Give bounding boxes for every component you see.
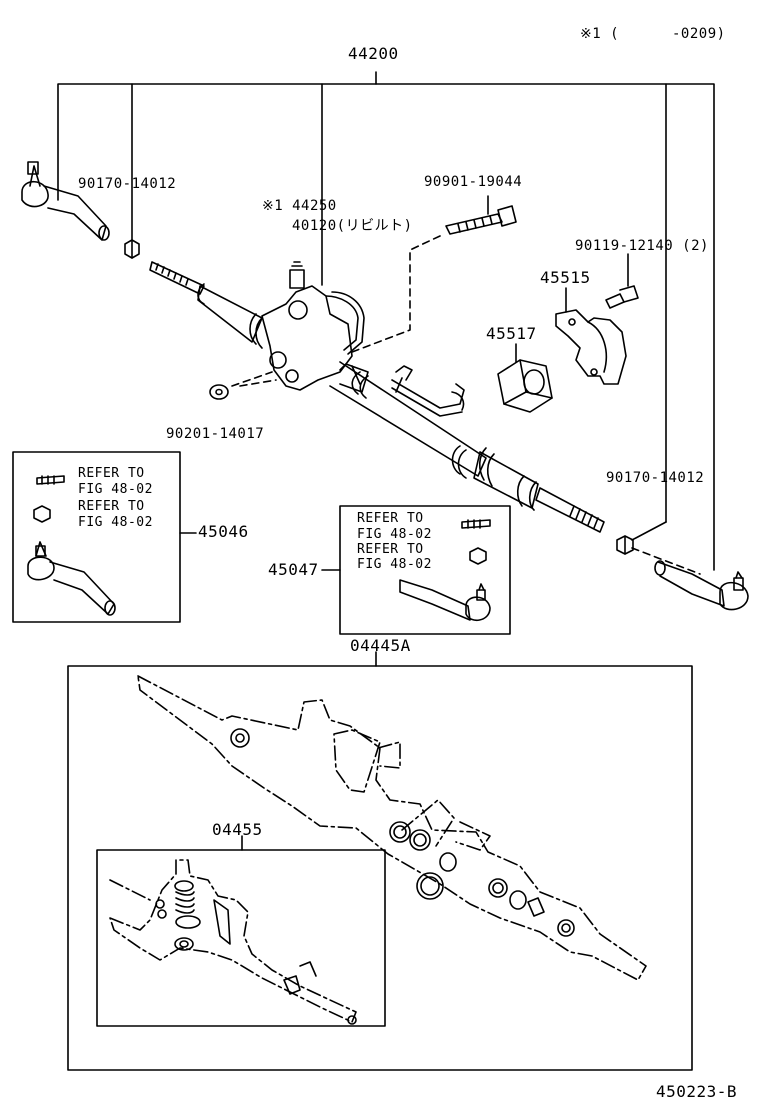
refer-right-2-line2: FIG 48-02 <box>357 557 432 572</box>
kit-housing-outline <box>137 675 647 981</box>
right-refer-box <box>321 505 511 635</box>
kit-number-seal: 04455 <box>212 820 263 839</box>
figure-code: 450223-B <box>656 1082 738 1101</box>
refer-right-1-line1: REFER TO <box>357 511 424 526</box>
washer-drawing <box>209 384 229 400</box>
left-refer-box <box>12 451 197 623</box>
assembly-bracket-lines <box>57 71 715 571</box>
part-number-tie-rod-end-left: 45046 <box>198 522 249 541</box>
part-number-washer: 90201-14017 <box>166 426 265 442</box>
seal-kit-parts <box>155 880 357 1025</box>
part-number-bushing: 45517 <box>486 324 537 343</box>
rack-housing-drawing <box>149 261 605 533</box>
part-number-bracket: 45515 <box>540 268 591 287</box>
refer-right-1-line2: FIG 48-02 <box>357 527 432 542</box>
tie-rod-end-right-drawing <box>654 560 749 611</box>
part-number-nut-left: 90170-14012 <box>78 176 177 192</box>
tie-rod-end-left-drawing <box>21 161 110 241</box>
seal-kit-outline <box>109 859 357 1023</box>
bushing-drawing <box>497 343 553 413</box>
note-range: -0209) <box>672 26 726 42</box>
part-number-gear-housing: ※1 44250 <box>262 198 337 214</box>
refer-left-2-line1: REFER TO <box>78 499 145 514</box>
kit-number-gasket: 04445A <box>350 636 411 655</box>
bracket-drawing <box>555 287 627 385</box>
small-bolt-drawing <box>605 253 639 309</box>
refer-left-2-line2: FIG 48-02 <box>78 515 153 530</box>
seal-kit-box <box>96 835 386 1027</box>
part-number-gear-rebuilt: 40120(リビルト) <box>292 218 413 234</box>
note-marker: ※1 ( <box>580 26 620 42</box>
nut-right-drawing <box>616 521 667 555</box>
part-number-bolt-set: 90119-12140 (2) <box>575 238 709 254</box>
bolt-drawing <box>445 195 517 235</box>
part-number-44200: 44200 <box>348 44 399 63</box>
part-number-tie-rod-end-right: 45047 <box>268 560 319 579</box>
part-number-nut-right: 90170-14012 <box>606 470 705 486</box>
part-number-bolt: 90901-19044 <box>424 174 523 190</box>
refer-left-1-line2: FIG 48-02 <box>78 482 153 497</box>
nut-left-drawing <box>124 239 140 259</box>
kit-seals <box>230 728 575 937</box>
refer-left-1-line1: REFER TO <box>78 466 145 481</box>
refer-right-2-line1: REFER TO <box>357 542 424 557</box>
dashed-leaders <box>231 235 701 575</box>
gasket-kit-box <box>67 651 693 1071</box>
